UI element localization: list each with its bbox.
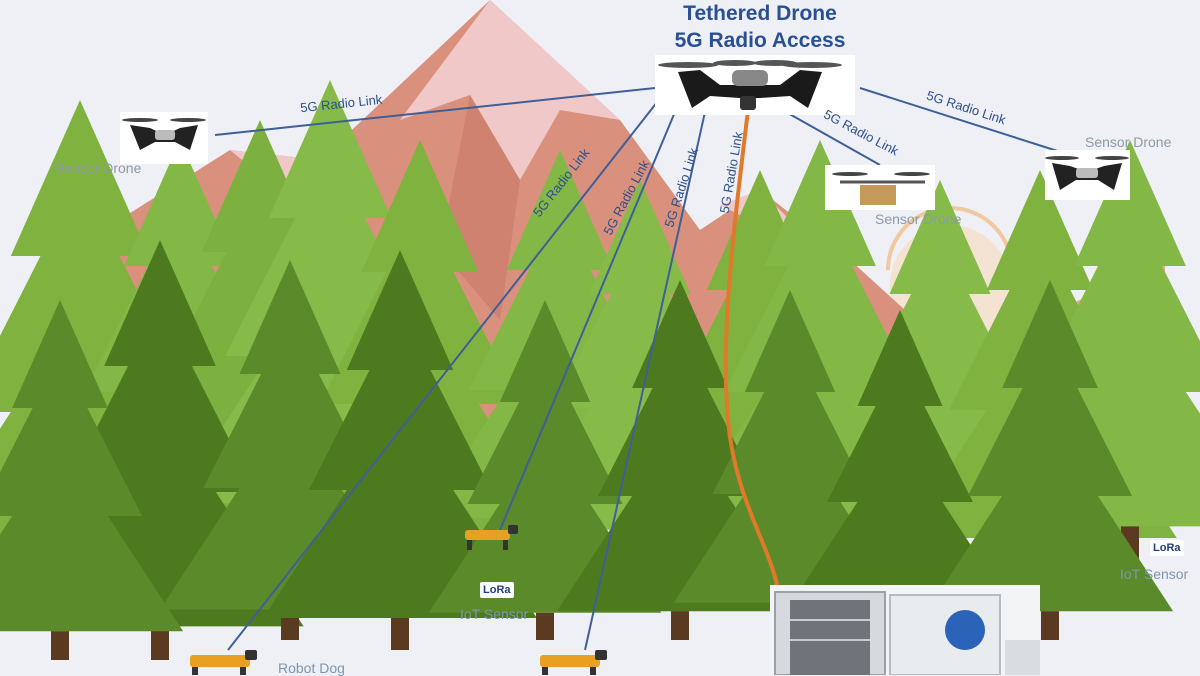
- pine-tree: [986, 140, 1200, 527]
- link-robot-dog-3: [584, 111, 706, 651]
- iot-sensor-label: IoT Sensor: [460, 606, 529, 622]
- tree-trunk: [536, 612, 554, 640]
- robot-dog-icon: [465, 525, 518, 550]
- tethered-drone-title: Tethered Drone 5G Radio Access: [640, 0, 880, 54]
- tree-trunk: [51, 631, 69, 660]
- pine-tree: [790, 310, 1010, 605]
- tethered-drone-icon: [655, 55, 855, 115]
- sensor-drone-right-icon: [1045, 150, 1130, 200]
- title-line-2: 5G Radio Access: [674, 29, 846, 52]
- tree-trunk: [391, 618, 409, 650]
- robot-dog-icon: [540, 650, 607, 675]
- robot-dog-icon: [190, 650, 257, 675]
- lora-badge: LoRa: [1150, 540, 1184, 556]
- sensor-drone-center-label: Sensor Drone: [875, 211, 962, 227]
- robot-dog-label: Robot Dog: [278, 660, 345, 676]
- forest: [0, 80, 1200, 660]
- sensor-drone-left-icon: [120, 112, 208, 164]
- link-robot-dog-1: [227, 91, 666, 651]
- title-line-1: Tethered Drone: [683, 2, 837, 25]
- lora-badge: LoRa: [480, 582, 514, 598]
- pine-tree: [0, 300, 184, 632]
- pine-tree: [926, 280, 1174, 612]
- edge-compute-shelter-icon: [770, 585, 1040, 675]
- sensor-drone-center-icon: [825, 165, 935, 210]
- pine-tree: [263, 250, 537, 618]
- link-left-drone: [214, 87, 656, 136]
- radio-links: [214, 87, 1071, 651]
- sensor-drone-right-label: Sensor Drone: [1085, 134, 1172, 150]
- link-right-drone: [859, 87, 1071, 156]
- tree-trunk: [1041, 611, 1059, 640]
- link-robot-dog-2: [499, 99, 681, 531]
- tree-trunk: [151, 626, 169, 660]
- sensor-drone-left-label: Sensor Drone: [55, 160, 142, 176]
- tree-trunk: [671, 611, 689, 640]
- iot-sensor-label-right: IoT Sensor: [1120, 566, 1189, 582]
- tether-cable: [723, 109, 780, 591]
